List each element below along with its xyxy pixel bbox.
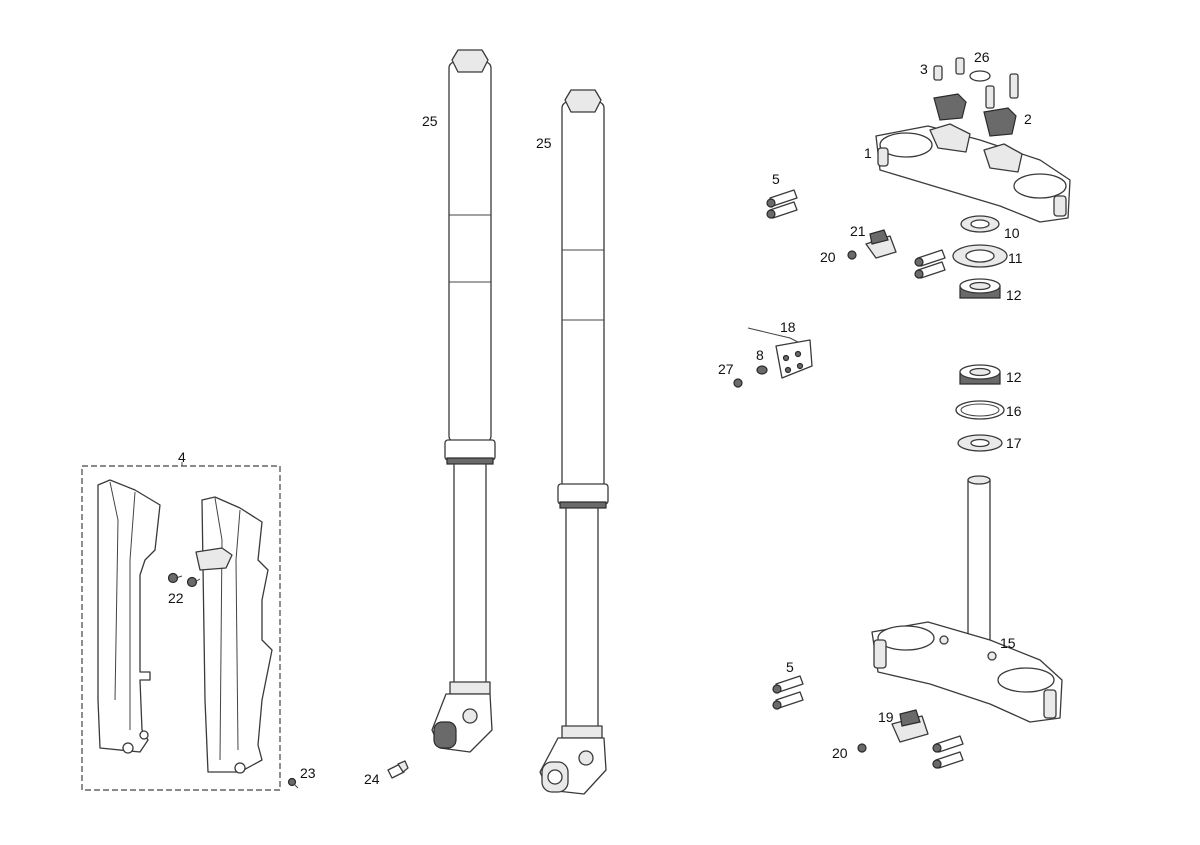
washer-26 bbox=[969, 70, 991, 82]
label-10: 10 bbox=[1004, 225, 1020, 241]
label-12a: 12 bbox=[1006, 287, 1022, 303]
screws-clamp-upper bbox=[914, 249, 946, 279]
callout-labels: 1 2 3 4 5 5 8 10 11 12 12 15 16 17 18 19… bbox=[168, 49, 1032, 787]
label-17: 17 bbox=[1006, 435, 1022, 451]
label-27: 27 bbox=[718, 361, 734, 377]
guard-clamp bbox=[195, 547, 233, 571]
screws-5-lower bbox=[772, 675, 804, 710]
left-fork-guard bbox=[97, 479, 161, 753]
bracket-18 bbox=[747, 327, 813, 379]
label-23: 23 bbox=[300, 765, 316, 781]
label-26: 26 bbox=[974, 49, 990, 65]
fork-guard-kit bbox=[81, 462, 281, 791]
screw-20-lower bbox=[857, 743, 867, 753]
lower-triple-clamp-group bbox=[871, 475, 1063, 723]
label-2: 2 bbox=[1024, 111, 1032, 127]
screw-22b bbox=[186, 576, 198, 588]
label-21: 21 bbox=[850, 223, 866, 239]
fork-leg-right bbox=[539, 89, 609, 795]
screws-5-upper bbox=[766, 189, 798, 219]
label-12b: 12 bbox=[1006, 369, 1022, 385]
label-22: 22 bbox=[168, 590, 184, 606]
upper-triple-clamp-group bbox=[875, 57, 1071, 223]
label-5a: 5 bbox=[772, 171, 780, 187]
label-25b: 25 bbox=[536, 135, 552, 151]
label-25a: 25 bbox=[422, 113, 438, 129]
fork-leg-right-upper-tube bbox=[561, 101, 605, 493]
steering-stem bbox=[967, 479, 991, 657]
bearing-stack-upper bbox=[952, 215, 1008, 299]
kit-dashed-box bbox=[81, 465, 281, 791]
label-15: 15 bbox=[1000, 635, 1016, 651]
handlebar-clamp-left bbox=[933, 93, 967, 121]
fork-leg-left-upper-tube bbox=[448, 61, 492, 443]
label-3: 3 bbox=[920, 61, 928, 77]
screws-clamp-lower bbox=[932, 735, 964, 769]
label-8: 8 bbox=[756, 347, 764, 363]
label-18: 18 bbox=[780, 319, 796, 335]
fork-leg-right-cap bbox=[564, 89, 602, 113]
clamp-21 bbox=[865, 229, 897, 259]
label-16: 16 bbox=[1006, 403, 1022, 419]
nut-8 bbox=[756, 365, 768, 375]
screw-20-upper bbox=[847, 250, 857, 260]
label-20b: 20 bbox=[832, 745, 848, 761]
screw-27 bbox=[733, 378, 743, 388]
label-5b: 5 bbox=[786, 659, 794, 675]
label-1: 1 bbox=[864, 145, 872, 161]
label-19: 19 bbox=[878, 709, 894, 725]
label-11: 11 bbox=[1008, 250, 1023, 266]
fork-leg-left bbox=[431, 49, 496, 753]
label-24: 24 bbox=[364, 771, 380, 787]
fork-leg-left-cap bbox=[451, 49, 489, 73]
bearing-stack-lower bbox=[955, 364, 1005, 452]
label-4: 4 bbox=[178, 449, 186, 465]
screw-23 bbox=[287, 777, 299, 789]
label-20a: 20 bbox=[820, 249, 836, 265]
screw-24 bbox=[387, 760, 409, 779]
handlebar-clamp-right bbox=[983, 107, 1017, 137]
clamp-19 bbox=[891, 709, 929, 743]
